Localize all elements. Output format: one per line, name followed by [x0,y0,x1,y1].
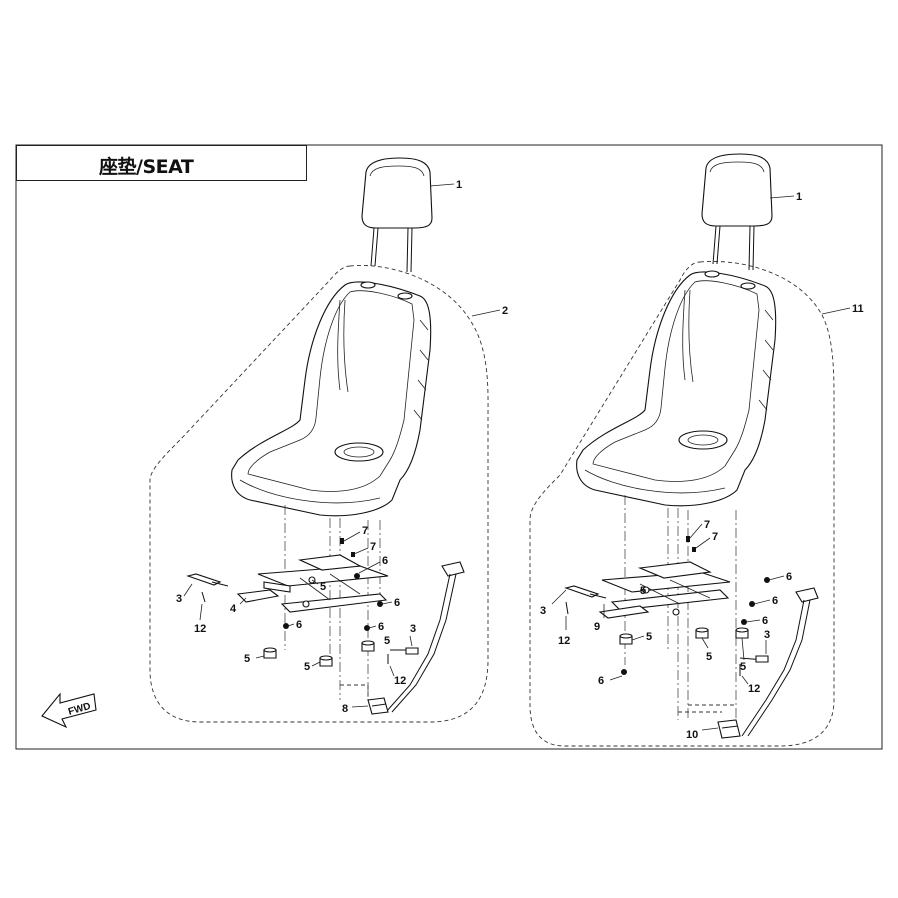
right-seat-belt [717,587,819,739]
callout-label: 5 [304,661,310,673]
left-seat-shell [231,281,432,517]
callout-label: 9 [594,621,600,633]
callout-label: 5 [740,661,746,673]
left-group-outline [149,265,489,723]
callout-label: 3 [540,605,546,617]
callout-label: 5 [244,653,250,665]
callout-label: 5 [646,631,652,643]
callout-label: 6 [378,621,384,633]
callout-label: 1 [456,179,462,191]
right-seat-shell [576,270,777,507]
right-seat-assembly: 1 11 7 7 6 6 6 6 5 5 5 5 3 3 [529,153,864,747]
callout-label: 5 [384,635,390,647]
callout-label: 10 [686,729,698,741]
callout-label: 5 [320,581,326,593]
callout-label: 4 [230,603,237,615]
left-seat-belt [367,561,465,715]
left-headrest [361,157,433,273]
callout-label: 2 [502,305,508,317]
left-release-lever [186,573,419,664]
callout-label: 3 [176,593,182,605]
callout-label: 1 [796,191,802,203]
left-fasteners [263,538,383,667]
title-box: 座垫/SEAT [16,145,307,181]
callout-label: 6 [762,615,768,627]
callout-label: 11 [852,303,864,315]
callout-label: 8 [342,703,348,715]
fwd-arrow-icon: FWD [41,692,97,729]
right-slide-rails [598,561,731,619]
callout-label: 6 [394,597,400,609]
callout-label: 5 [706,651,712,663]
callout-label: 7 [704,519,710,531]
right-headrest [701,153,773,271]
callout-label: 12 [394,675,406,687]
right-release-lever [564,585,769,676]
callout-label: 12 [558,635,570,647]
callout-label: 3 [764,629,770,641]
left-slide-rails [236,554,389,613]
callout-label: 6 [786,571,792,583]
page-title: 座垫/SEAT [99,156,194,178]
left-seat-assembly: 1 2 7 7 6 6 6 6 5 5 5 5 3 3 [149,157,508,723]
callout-label: 7 [362,525,368,537]
drawing-frame [15,144,883,750]
right-group-outline [529,261,835,747]
callout-label: 3 [410,623,416,635]
callout-label: 6 [598,675,604,687]
callout-label: 7 [712,531,718,543]
callout-label: 6 [382,555,388,567]
right-callouts: 1 11 7 7 6 6 6 6 5 5 5 5 3 3 [540,191,864,741]
callout-label: 12 [748,683,760,695]
left-callouts: 1 2 7 7 6 6 6 6 5 5 5 5 3 3 [176,179,508,715]
callout-label: 7 [370,541,376,553]
callout-label: 6 [772,595,778,607]
callout-label: 12 [194,623,206,635]
callout-label: 5 [640,585,646,597]
callout-label: 6 [296,619,302,631]
